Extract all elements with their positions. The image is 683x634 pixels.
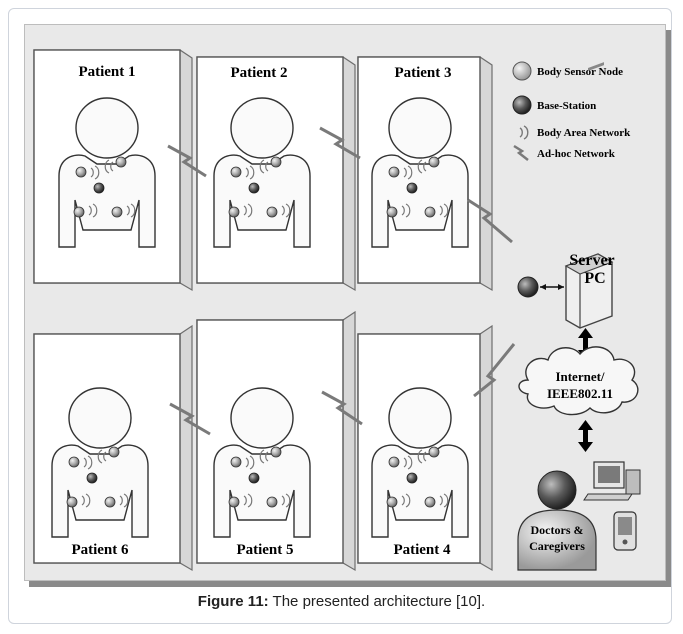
- patient-head: [68, 387, 132, 449]
- cloud-icon: [518, 346, 639, 416]
- legend-base-station: Base-Station: [537, 100, 596, 112]
- base-station-icon: [406, 472, 418, 484]
- internet-label-line2: IEEE802.11: [547, 386, 613, 401]
- patient-head: [388, 97, 452, 159]
- patient-head: [230, 97, 294, 159]
- legend: Body Sensor Node Base-Station Body Area …: [512, 61, 631, 161]
- body-sensor-node-icon: [266, 206, 278, 218]
- base-station-icon: [93, 182, 105, 194]
- body-sensor-node-icon: [115, 156, 127, 168]
- legend-body-area-network: Body Area Network: [537, 127, 631, 139]
- patient-label: Patient 1: [78, 64, 135, 80]
- base-station-icon: [517, 276, 539, 298]
- base-station-icon: [248, 472, 260, 484]
- body-sensor-node-icon: [388, 166, 400, 178]
- adhoc-network-icon: [513, 144, 529, 161]
- body-sensor-node-icon: [111, 206, 123, 218]
- patient-room-6: Patient 6: [33, 324, 193, 572]
- internet-cloud: Internet/ IEEE802.11: [518, 346, 639, 416]
- body-sensor-node-icon: [68, 456, 80, 468]
- patient-head: [75, 97, 139, 159]
- patient-room-2: Patient 2: [196, 56, 356, 292]
- patient-figure: [213, 387, 311, 538]
- patient-figure: [371, 387, 469, 538]
- doctors-caregivers: Doctors & Caregivers: [517, 461, 641, 571]
- doctor-head-icon: [537, 470, 577, 510]
- body-sensor-node-icon: [386, 206, 398, 218]
- body-sensor-node-icon: [428, 446, 440, 458]
- body-sensor-node-icon: [512, 61, 532, 81]
- body-sensor-node-icon: [266, 496, 278, 508]
- body-sensor-node-icon: [108, 446, 120, 458]
- adhoc-link-icon: [169, 402, 211, 436]
- body-sensor-node-icon: [424, 206, 436, 218]
- base-station-icon: [86, 472, 98, 484]
- doctors-label-line2: Caregivers: [529, 539, 585, 553]
- body-area-network-icon: [519, 125, 529, 140]
- body-sensor-node-icon: [270, 156, 282, 168]
- patient-label: Patient 6: [71, 542, 129, 558]
- body-sensor-node-icon: [104, 496, 116, 508]
- patient-head: [230, 387, 294, 449]
- body-sensor-node-icon: [66, 496, 78, 508]
- body-sensor-node-icon: [386, 496, 398, 508]
- adhoc-link-icon: [467, 198, 513, 244]
- base-station-icon: [406, 182, 418, 194]
- body-sensor-node-icon: [73, 206, 85, 218]
- adhoc-link-icon: [321, 390, 363, 426]
- patient-label: Patient 4: [393, 542, 451, 558]
- body-sensor-node-icon: [75, 166, 87, 178]
- patient-room-3: Patient 3: [357, 56, 493, 292]
- patient-room-4: Patient 4: [357, 324, 493, 572]
- desktop-computer-icon: [583, 461, 641, 501]
- internet-label-line1: Internet/: [555, 369, 604, 384]
- adhoc-link-icon: [473, 343, 516, 398]
- patient-head: [388, 387, 452, 449]
- server-label-line2: PC: [584, 270, 605, 287]
- patient-room-5: Patient 5: [196, 310, 356, 572]
- server-label-line1: Server: [569, 252, 614, 269]
- doctors-label-line1: Doctors &: [531, 523, 584, 537]
- patient-room-1: Patient 1: [33, 49, 193, 292]
- patient-label: Patient 5: [236, 542, 293, 558]
- body-sensor-node-icon: [228, 206, 240, 218]
- patient-label: Patient 3: [394, 65, 451, 81]
- adhoc-link-icon: [167, 144, 207, 178]
- adhoc-link-icon: [319, 126, 361, 160]
- pda-device-icon: [613, 511, 637, 551]
- adhoc-links: [167, 126, 516, 436]
- server-pc: Server PC: [517, 62, 615, 329]
- body-sensor-node-icon: [228, 496, 240, 508]
- body-sensor-node-icon: [230, 166, 242, 178]
- legend-body-sensor-node: Body Sensor Node: [537, 66, 623, 78]
- patient-figure: [371, 97, 469, 248]
- figure-caption: Figure 11: The presented architecture [1…: [0, 593, 683, 610]
- body-sensor-node-icon: [270, 446, 282, 458]
- body-sensor-node-icon: [424, 496, 436, 508]
- base-station-icon: [248, 182, 260, 194]
- body-sensor-node-icon: [388, 456, 400, 468]
- caption-label: Figure 11:: [197, 593, 269, 610]
- legend-adhoc-network: Ad-hoc Network: [537, 148, 616, 160]
- patient-figure: [51, 387, 149, 538]
- patient-figure: [58, 97, 156, 248]
- body-sensor-node-icon: [428, 156, 440, 168]
- patient-figure: [213, 97, 311, 248]
- base-station-icon: [512, 95, 532, 115]
- caption-text: The presented architecture [10].: [268, 593, 486, 610]
- body-sensor-node-icon: [230, 456, 242, 468]
- doctor-body-icon: [517, 509, 597, 571]
- internet-doctors-arrow: [578, 420, 593, 452]
- patient-label: Patient 2: [230, 65, 287, 81]
